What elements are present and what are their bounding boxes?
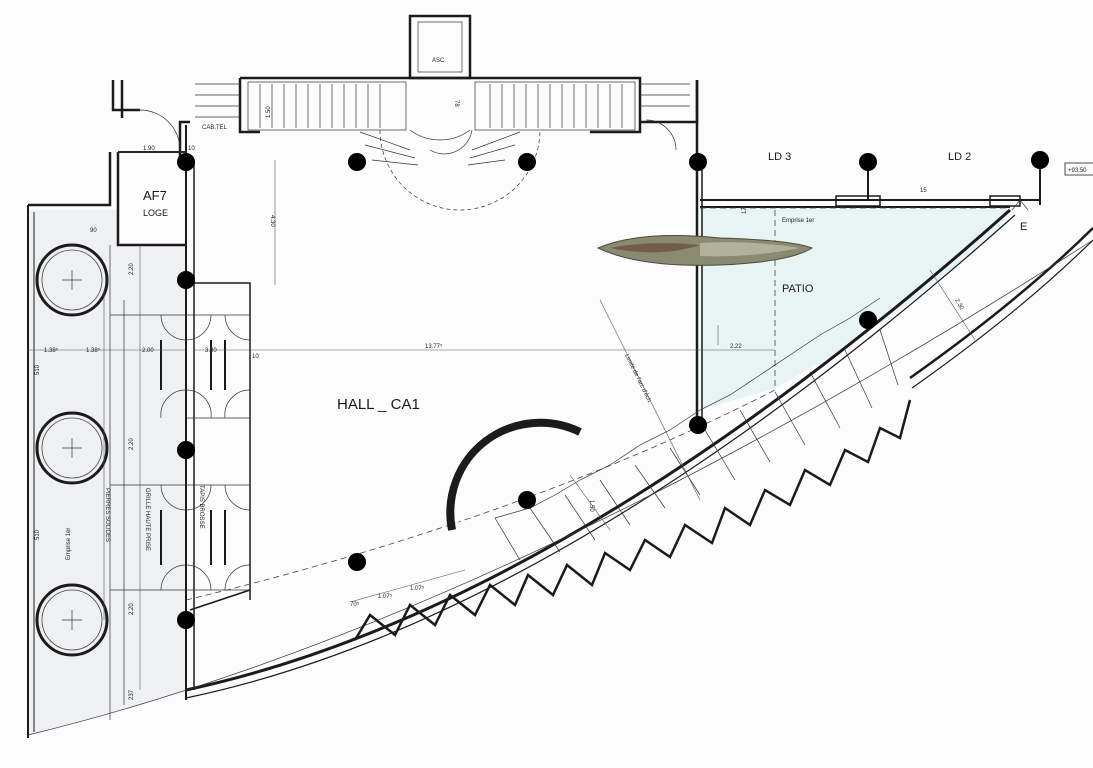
dim-label: 237 [129,689,135,700]
dim-label: 1.38⁵ [44,347,59,354]
column [348,153,366,171]
patio-label: PATIO [782,283,814,295]
dim-label: 17 [742,207,748,214]
elevation-marker: +93.50 [1011,162,1093,211]
left-round-elements [35,243,109,657]
column [859,311,877,329]
column [689,416,707,434]
limite-label: Limite de l'arc d'éch. [623,353,652,405]
ld2-label: LD 2 [948,151,971,163]
dim-label: 2.22 [730,344,742,350]
curved-facades [27,207,1093,736]
sculpture [596,235,814,266]
dim-label: 10 [188,146,195,152]
dim-label: 2.00 [142,348,154,354]
entry-label: E [1020,221,1027,233]
dim-label: 13.77⁵ [425,343,443,350]
reception-desk [446,418,582,531]
column [518,491,536,509]
dim-label: 1.07⁵ [378,593,393,600]
dim-label: 2.20 [129,603,135,615]
elevation-label: +93.50 [1068,168,1087,174]
column [177,153,195,171]
dimension-lines [28,151,976,690]
column [177,441,195,459]
emprise-top-label: Emprise 1er [782,218,814,224]
ld3-label: LD 3 [768,151,791,163]
dimension-labels: 1.90 10 4.30 13.77⁵ 2.22 2.00 3.80 10 1.… [35,100,965,700]
cabtel-label: CAB.TEL [202,125,228,131]
pierres-label: PIERRES SOLIDES [104,488,110,542]
columns [177,151,1049,629]
column [518,153,536,171]
af7-label: AF7 [143,188,167,203]
dim-label: 1.50 [266,106,272,118]
loge-label: LOGE [143,208,168,218]
column [859,153,877,171]
dim-label: 3.80 [205,348,217,354]
column [177,271,195,289]
left-strip-area [28,210,186,735]
hall-label: HALL _ CA1 [337,396,420,413]
dim-label: 510 [35,529,41,540]
dim-label: 1.50 [588,500,594,512]
dim-label: 1.07⁵ [410,585,425,592]
dim-label: 15 [920,188,927,194]
column [348,553,366,571]
grille-label: GRILLE HAUTE PRISE [144,488,150,551]
dim-label: 2.30 [953,298,964,312]
dim-label: 1.38⁵ [86,347,101,354]
dim-label: 4.30 [269,215,275,227]
patio-area [700,208,1010,410]
top-stairs [195,81,690,211]
asc-label: ASC [432,58,445,64]
dim-label: 78 [453,100,459,107]
emprise-left-label: Emprise 1er [66,528,72,560]
dim-label: 2.20 [129,438,135,450]
dim-label: 10 [252,354,259,360]
dim-label: 2.20 [129,263,135,275]
dim-label: 1.90 [143,146,155,152]
column [689,153,707,171]
tint-areas [28,208,1010,735]
column [1031,151,1049,169]
column [177,611,195,629]
dim-label: 90 [90,228,97,234]
doors [139,109,677,591]
tapis-label: TAPIS BROSSE [198,485,204,529]
dim-label: 510 [35,364,41,375]
zigzag-stairs [353,297,912,641]
dim-label: 70⁵ [350,601,360,608]
